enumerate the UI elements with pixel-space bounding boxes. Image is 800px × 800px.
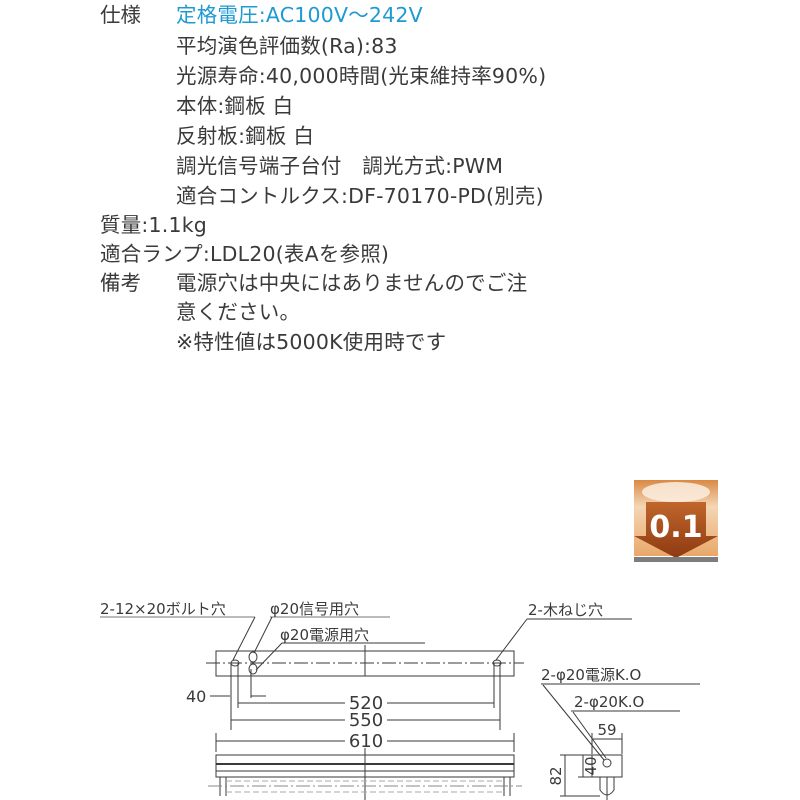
- wood-screw-hole-label: 2-木ねじ穴: [528, 601, 603, 619]
- spec-line-reflector: 反射板:鋼板 白: [176, 124, 315, 148]
- dim-550: 550: [349, 710, 383, 731]
- spec-label: 仕様: [100, 3, 141, 27]
- note-line-2: 意ください。: [176, 300, 301, 324]
- notes-label: 備考: [100, 271, 141, 295]
- rated-voltage: 定格電圧:AC100V〜242V: [176, 3, 423, 27]
- badge-value: 0.1: [649, 510, 702, 545]
- dim-40-side: 40: [582, 756, 600, 775]
- signal-hole-label: φ20信号用穴: [270, 600, 359, 618]
- dim-59: 59: [597, 721, 616, 739]
- spec-line-ra: 平均演色評価数(Ra):83: [176, 34, 398, 58]
- dim-40-left: 40: [186, 687, 206, 706]
- thickness-badge: 0.1: [634, 480, 718, 563]
- spec-line-controller: 適合コントルクス:DF-70170-PD(別売): [176, 184, 544, 208]
- arrow-down-icon: 0.1: [634, 480, 718, 562]
- weight: 質量:1.1kg: [100, 213, 207, 237]
- power-ko-label: 2-φ20電源K.O: [541, 666, 641, 684]
- dim-610: 610: [349, 731, 383, 752]
- spec-line-body: 本体:鋼板 白: [176, 94, 294, 118]
- dimension-drawing: 2-12×20ボルト穴 φ20信号用穴 φ20電源用穴 2-木ねじ穴 2-φ20…: [100, 600, 700, 800]
- spec-line-lifetime: 光源寿命:40,000時間(光束維持率90%): [176, 64, 547, 88]
- compatible-lamp: 適合ランプ:LDL20(表Aを参照): [100, 242, 390, 266]
- power-hole-label: φ20電源用穴: [280, 626, 369, 644]
- dim-82: 82: [547, 766, 565, 785]
- ko-label: 2-φ20K.O: [574, 693, 644, 711]
- spec-line-dimming: 調光信号端子台付 調光方式:PWM: [176, 154, 504, 178]
- note-line-1: 電源穴は中央にはありませんのでご注: [176, 271, 528, 295]
- dim-520: 520: [349, 693, 383, 714]
- note-line-3: ※特性値は5000K使用時です: [176, 330, 447, 354]
- bolt-hole-label: 2-12×20ボルト穴: [100, 600, 226, 618]
